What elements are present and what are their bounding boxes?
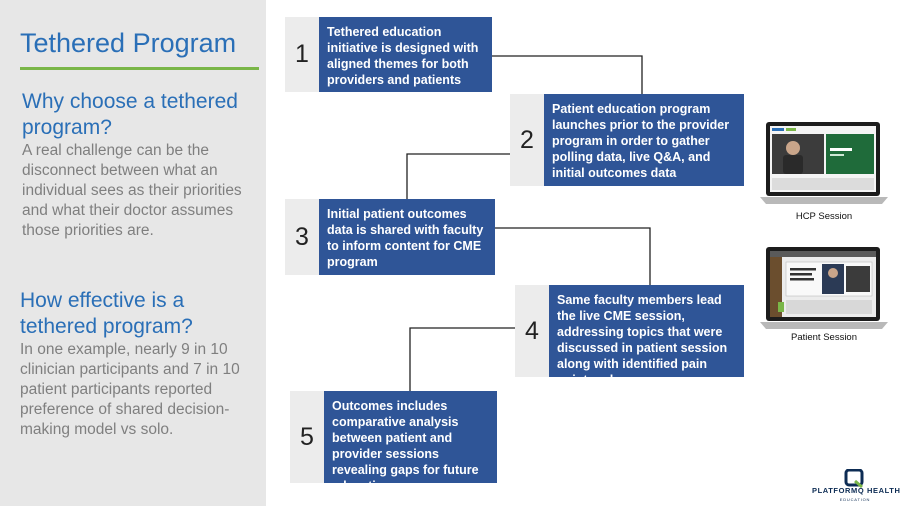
- hcp-session-laptop-image: [760, 122, 888, 204]
- patient-session-laptop-image: [760, 247, 888, 329]
- title-underline: [20, 67, 259, 70]
- step-3-number: 3: [285, 199, 319, 275]
- logo-subtext: EDUCATION: [839, 497, 871, 502]
- step-4-box: Same faculty members lead the live CME s…: [549, 285, 744, 387]
- patient-session-caption: Patient Session: [790, 332, 857, 343]
- step-1-box: Tethered education initiative is designe…: [319, 17, 492, 92]
- step-3-box: Initial patient outcomes data is shared …: [319, 199, 495, 275]
- effective-body: In one example, nearly 9 in 10 clinician…: [20, 341, 240, 438]
- hcp-session-caption: HCP Session: [795, 211, 853, 222]
- logo-wordmark: PLATFORMQ HEALTH: [812, 486, 900, 495]
- connector-2-3: [406, 153, 510, 199]
- left-panel: Tethered Program Why choose a tethered p…: [0, 0, 266, 506]
- step-2-number: 2: [510, 94, 544, 186]
- effective-heading: How effective is a tethered program?: [20, 289, 193, 338]
- connector-4-5: [409, 327, 515, 391]
- step-1-number: 1: [285, 17, 319, 92]
- step-5-number: 5: [290, 391, 324, 483]
- step-2-box: Patient education program launches prior…: [544, 94, 744, 186]
- step-5-box: Outcomes includes comparative analysis b…: [324, 391, 497, 493]
- why-body: A real challenge can be the disconnect b…: [22, 142, 242, 239]
- q-logo-icon: [844, 469, 864, 489]
- connector-1-2: [492, 55, 643, 94]
- connector-3-4: [495, 227, 651, 285]
- step-4-number: 4: [515, 285, 549, 377]
- slide-title: Tethered Program: [20, 28, 237, 58]
- why-heading: Why choose a tethered program?: [22, 90, 238, 139]
